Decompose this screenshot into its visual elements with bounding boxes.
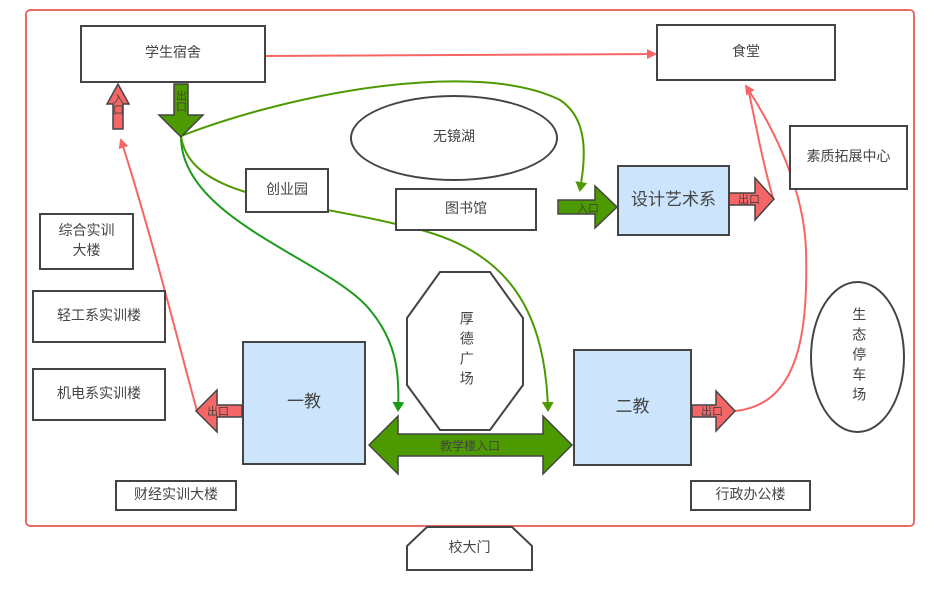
school-gate[interactable]: 校大门 bbox=[407, 527, 532, 570]
design-art-exit-label: 出口 bbox=[738, 192, 760, 206]
green-path-to-teach1 bbox=[179, 135, 405, 412]
green-path-to-design-art bbox=[180, 80, 588, 192]
dorm-label: 学生宿舍 bbox=[145, 45, 201, 62]
gate-shape bbox=[406, 526, 533, 571]
admin-building[interactable]: 行政办公楼 bbox=[690, 480, 811, 511]
dorm-entrance-label: 入口 bbox=[112, 93, 125, 115]
design-art-label: 设计艺术系 bbox=[631, 189, 716, 210]
dorm-exit-arrow: 出口 bbox=[157, 83, 205, 139]
startup-park-label: 创业园 bbox=[266, 181, 308, 198]
dorm-exit-label: 出口 bbox=[175, 89, 188, 112]
design-art-entrance-label: 入口 bbox=[577, 202, 599, 215]
quality-center-building[interactable]: 素质拓展中心 bbox=[789, 125, 908, 190]
lake-label: 无镜湖 bbox=[433, 129, 475, 146]
teaching-entrance-label: 教学楼入口 bbox=[440, 438, 500, 453]
canteen-building[interactable]: 食堂 bbox=[656, 24, 836, 81]
gate-label: 校大门 bbox=[448, 539, 491, 556]
admin-label: 行政办公楼 bbox=[715, 486, 786, 503]
red-path-design-to-canteen bbox=[747, 87, 774, 199]
plaza-octagon bbox=[406, 271, 524, 431]
comprehensive-training-label: 综合实训 大楼 bbox=[58, 222, 115, 259]
design-art-exit-arrow: 出口 bbox=[728, 176, 776, 222]
teach2-building[interactable]: 二教 bbox=[573, 349, 692, 466]
finance-training-label: 财经实训大楼 bbox=[134, 486, 218, 503]
canteen-label: 食堂 bbox=[732, 43, 760, 60]
finance-training-building[interactable]: 财经实训大楼 bbox=[115, 480, 237, 511]
teaching-entrance-double-arrow: 教学楼入口 bbox=[367, 414, 574, 476]
teach1-exit-label: 出口 bbox=[207, 404, 229, 418]
lake[interactable]: 无镜湖 bbox=[350, 95, 558, 181]
parking-label: 生态停车场 bbox=[850, 307, 867, 407]
parking-lot[interactable]: 生态停车场 bbox=[810, 281, 905, 433]
quality-center-label: 素质拓展中心 bbox=[806, 148, 891, 165]
light-industry-building[interactable]: 轻工系实训楼 bbox=[32, 290, 166, 343]
mech-elec-label: 机电系实训楼 bbox=[57, 385, 141, 402]
dorm-building[interactable]: 学生宿舍 bbox=[80, 25, 266, 83]
teach1-label: 一教 bbox=[287, 392, 321, 413]
light-industry-label: 轻工系实训楼 bbox=[57, 307, 141, 324]
teach2-exit-arrow: 出口 bbox=[691, 389, 737, 433]
dorm-canteen-connector bbox=[257, 49, 657, 62]
teach2-exit-label: 出口 bbox=[701, 404, 723, 418]
teach1-exit-arrow: 出口 bbox=[194, 388, 243, 434]
library-label: 图书馆 bbox=[445, 200, 487, 217]
library-building[interactable]: 图书馆 bbox=[395, 188, 537, 231]
red-path-teach1-to-dorm bbox=[118, 138, 198, 412]
comprehensive-training-building[interactable]: 综合实训 大楼 bbox=[39, 213, 134, 270]
plaza[interactable]: 厚德广场 bbox=[407, 272, 523, 430]
dorm-entrance-arrow: 入口 bbox=[105, 82, 131, 130]
plaza-label: 厚德广场 bbox=[457, 311, 474, 391]
startup-park-building[interactable]: 创业园 bbox=[245, 168, 329, 213]
design-art-building[interactable]: 设计艺术系 bbox=[617, 165, 730, 236]
mech-elec-building[interactable]: 机电系实训楼 bbox=[32, 368, 166, 421]
teach1-building[interactable]: 一教 bbox=[242, 341, 366, 465]
design-art-entrance-arrow: 入口 bbox=[557, 184, 619, 230]
red-path-teach2-to-canteen bbox=[734, 84, 808, 412]
teach2-label: 二教 bbox=[615, 396, 650, 417]
